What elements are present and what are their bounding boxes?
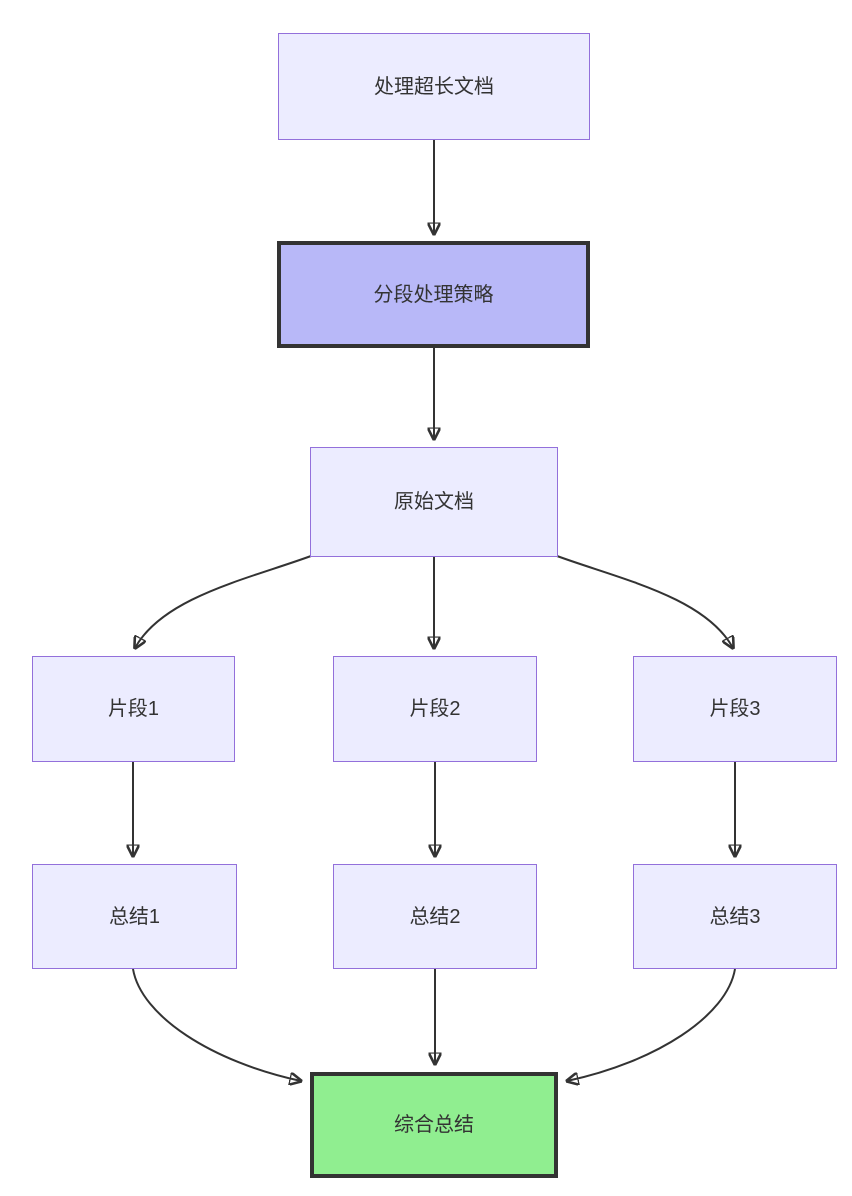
node-summary-3-label: 总结3 [709, 905, 761, 928]
node-chunk-2-label: 片段2 [409, 698, 461, 720]
node-summary-2-label: 总结2 [409, 905, 461, 928]
node-strategy: 分段处理策略 [277, 241, 590, 348]
node-chunk-3: 片段3 [633, 656, 837, 762]
node-summary-1: 总结1 [32, 864, 237, 969]
node-long-doc: 处理超长文档 [278, 33, 590, 140]
edge-original-to-chunk1 [135, 555, 312, 648]
edge-original-to-chunk3 [556, 555, 733, 648]
node-final: 综合总结 [310, 1072, 558, 1178]
node-chunk-1: 片段1 [32, 656, 235, 762]
edge-summary1-to-final [132, 968, 301, 1081]
node-final-label: 综合总结 [394, 1114, 474, 1136]
node-original: 原始文档 [310, 447, 558, 557]
edge-summary3-to-final [567, 968, 736, 1081]
node-summary-2: 总结2 [333, 864, 537, 969]
node-summary-1-label: 总结1 [108, 905, 161, 928]
node-chunk-3-label: 片段3 [709, 698, 761, 720]
node-chunk-1-label: 片段1 [107, 698, 160, 720]
node-original-label: 原始文档 [394, 491, 474, 513]
node-long-doc-label: 处理超长文档 [374, 75, 494, 98]
node-strategy-label: 分段处理策略 [373, 283, 494, 306]
node-summary-3: 总结3 [633, 864, 837, 969]
node-chunk-2: 片段2 [333, 656, 537, 762]
